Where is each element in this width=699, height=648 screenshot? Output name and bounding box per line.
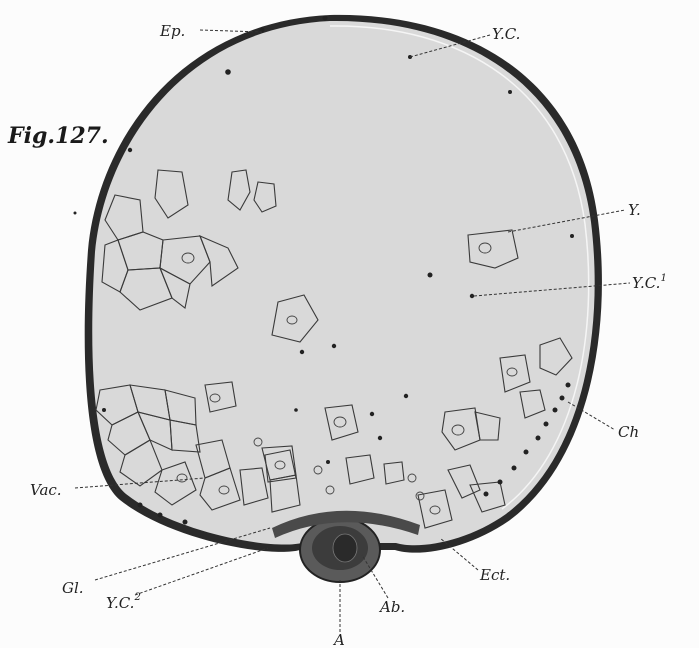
label-gl: Gl. <box>62 579 84 597</box>
dot <box>128 148 132 152</box>
dot <box>332 344 336 348</box>
dot <box>326 460 330 464</box>
dot <box>158 513 163 518</box>
label-a: A <box>332 631 345 648</box>
dot <box>498 480 503 485</box>
label-ep: Ep. <box>159 22 185 40</box>
dot <box>553 408 558 413</box>
dot <box>470 294 474 298</box>
dot <box>74 212 77 215</box>
label-vac: Vac. <box>30 481 62 499</box>
dot <box>524 450 529 455</box>
yolk-mass <box>92 21 594 565</box>
dot <box>370 412 374 416</box>
dot <box>323 16 328 21</box>
label-ect: Ect. <box>479 566 510 584</box>
dot <box>404 394 408 398</box>
dot <box>138 503 143 508</box>
dot <box>560 396 565 401</box>
dot <box>544 422 549 427</box>
dot <box>225 69 231 75</box>
label-yc1-sup: 1 <box>660 273 666 284</box>
label-yc1-text: Y.C. <box>632 274 660 292</box>
dot <box>508 90 512 94</box>
egg-body <box>85 15 602 574</box>
dot <box>484 492 489 497</box>
dot <box>536 436 541 441</box>
dot <box>294 408 298 412</box>
label-ab: Ab. <box>378 598 405 616</box>
label-yc2-text: Y.C. <box>106 594 134 612</box>
label-yc: Y.C. <box>492 25 520 43</box>
label-yc2: Y.C.2 <box>106 592 141 612</box>
dot <box>102 408 106 412</box>
dot <box>512 466 517 471</box>
leader-gl <box>95 528 270 580</box>
dot <box>428 273 433 278</box>
leader-yc2 <box>135 548 268 595</box>
label-yc2-sup: 2 <box>133 592 140 603</box>
dot <box>566 383 571 388</box>
label-y: Y. <box>628 201 641 219</box>
dot <box>183 520 188 525</box>
figure-title: Fig.127. <box>7 123 109 149</box>
label-yc1: Y.C.1 <box>632 273 667 292</box>
embryo-core <box>333 534 357 562</box>
dot <box>300 350 304 354</box>
label-ch: Ch <box>618 423 639 441</box>
dot <box>570 234 574 238</box>
dot <box>378 436 382 440</box>
